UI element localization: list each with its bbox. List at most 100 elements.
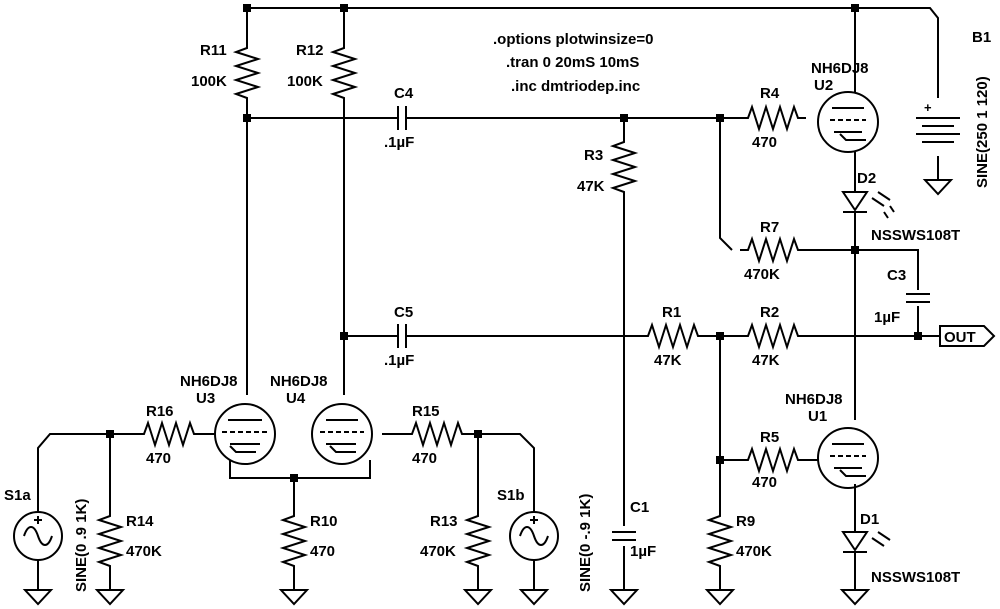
resistor-r14: R14 470K	[98, 507, 162, 575]
r10-value: 470	[310, 543, 335, 560]
c4-value: .1µF	[384, 134, 414, 151]
u1-ref: U1	[808, 408, 827, 425]
r4-value: 470	[752, 134, 777, 151]
c1-value: 1µF	[630, 543, 656, 560]
c4-ref: C4	[394, 85, 414, 102]
ground-r9	[706, 589, 734, 605]
r15-ref: R15	[412, 403, 440, 420]
ground-r14	[96, 589, 124, 605]
r1-ref: R1	[662, 304, 681, 321]
r12-value: 100K	[287, 73, 323, 90]
u4-ref: U4	[286, 390, 306, 407]
r16-value: 470	[146, 450, 171, 467]
diode-d1: D1 NSSWS108T	[841, 511, 960, 586]
r14-value: 470K	[126, 543, 162, 560]
s1b-value: SINE(0 -.9 1K)	[577, 494, 594, 592]
voltage-source-b1: + B1 SINE(250 1 120)	[916, 29, 991, 188]
source-s1b: S1b SINE(0 -.9 1K)	[497, 487, 594, 592]
ground-r13	[464, 589, 492, 605]
r16-ref: R16	[146, 403, 174, 420]
capacitor-c3: C3 1µF	[874, 267, 930, 326]
r13-value: 470K	[420, 543, 456, 560]
capacitor-c4: C4 .1µF	[384, 85, 414, 151]
r11-value: 100K	[191, 73, 227, 90]
ground-d1	[841, 589, 869, 605]
resistor-r1: R1 47K	[639, 304, 707, 369]
out-port: OUT	[939, 325, 996, 347]
r5-value: 470	[752, 474, 777, 491]
resistor-r11: R11 100K	[191, 39, 259, 107]
ground-s1a	[24, 589, 52, 605]
ground-b1	[924, 179, 952, 195]
c5-value: .1µF	[384, 352, 414, 369]
u2-ref: U2	[814, 77, 833, 94]
resistor-r16: R16 470	[135, 403, 203, 467]
b1-plus: +	[924, 100, 932, 115]
source-s1a: S1a SINE(0 .9 1K)	[4, 487, 90, 592]
resistor-r15: R15 470	[403, 403, 471, 467]
r2-ref: R2	[760, 304, 779, 321]
r15-value: 470	[412, 450, 437, 467]
wires	[37, 7, 940, 590]
u2-model: NH6DJ8	[811, 60, 869, 77]
resistor-r10: R10 470	[282, 507, 338, 575]
r10-ref: R10	[310, 513, 338, 530]
resistor-r7: R7 470K	[739, 219, 807, 283]
c3-ref: C3	[887, 267, 906, 284]
u1-model: NH6DJ8	[785, 391, 843, 408]
d2-model: NSSWS108T	[871, 227, 960, 244]
resistor-r3: R3 47K	[577, 133, 636, 201]
tube-u1: NH6DJ8 U1	[785, 391, 879, 489]
c1-ref: C1	[630, 499, 649, 516]
capacitor-c1: C1 1µF	[612, 499, 656, 560]
r11-ref: R11	[200, 42, 227, 59]
r1-value: 47K	[654, 352, 682, 369]
directive-tran: .tran 0 20mS 10mS	[506, 54, 639, 71]
r9-value: 470K	[736, 543, 772, 560]
b1-ref: B1	[972, 29, 991, 46]
r12-ref: R12	[296, 42, 324, 59]
r5-ref: R5	[760, 429, 779, 446]
resistor-r2: R2 47K	[739, 304, 807, 369]
diode-d2: D2 NSSWS108T	[841, 170, 960, 244]
spice-directives: .options plotwinsize=0 .tran 0 20mS 10mS…	[493, 31, 653, 95]
junctions	[106, 4, 922, 482]
capacitor-c5: C5 .1µF	[384, 304, 414, 369]
resistor-r9: R9 470K	[708, 507, 772, 575]
r14-ref: R14	[126, 513, 154, 530]
s1a-value: SINE(0 .9 1K)	[73, 499, 90, 592]
s1a-ref: S1a	[4, 487, 31, 504]
ground-r10	[280, 589, 308, 605]
resistor-r12: R12 100K	[287, 39, 356, 107]
d1-model: NSSWS108T	[871, 569, 960, 586]
resistor-r4: R4 470	[739, 85, 807, 151]
resistor-r13: R13 470K	[420, 507, 490, 575]
b1-value: SINE(250 1 120)	[974, 76, 991, 188]
u4-model: NH6DJ8	[270, 373, 328, 390]
r4-ref: R4	[760, 85, 780, 102]
tube-u3: NH6DJ8 U3	[180, 373, 276, 465]
directive-options: .options plotwinsize=0	[493, 31, 653, 48]
c5-ref: C5	[394, 304, 413, 321]
d2-ref: D2	[857, 170, 876, 187]
tube-u2: NH6DJ8 U2	[811, 60, 879, 160]
r7-value: 470K	[744, 266, 780, 283]
r3-value: 47K	[577, 178, 605, 195]
s1b-ref: S1b	[497, 487, 525, 504]
r3-ref: R3	[584, 147, 603, 164]
r2-value: 47K	[752, 352, 780, 369]
ground-s1b	[520, 589, 548, 605]
r9-ref: R9	[736, 513, 755, 530]
d1-ref: D1	[860, 511, 879, 528]
r7-ref: R7	[760, 219, 779, 236]
out-label: OUT	[944, 329, 976, 346]
r13-ref: R13	[430, 513, 458, 530]
resistor-r5: R5 470	[739, 429, 807, 491]
u3-model: NH6DJ8	[180, 373, 238, 390]
u3-ref: U3	[196, 390, 215, 407]
tube-u4: NH6DJ8 U4	[270, 373, 373, 465]
ground-c1	[610, 589, 638, 605]
c3-value: 1µF	[874, 309, 900, 326]
directive-inc: .inc dmtriodep.inc	[511, 78, 640, 95]
